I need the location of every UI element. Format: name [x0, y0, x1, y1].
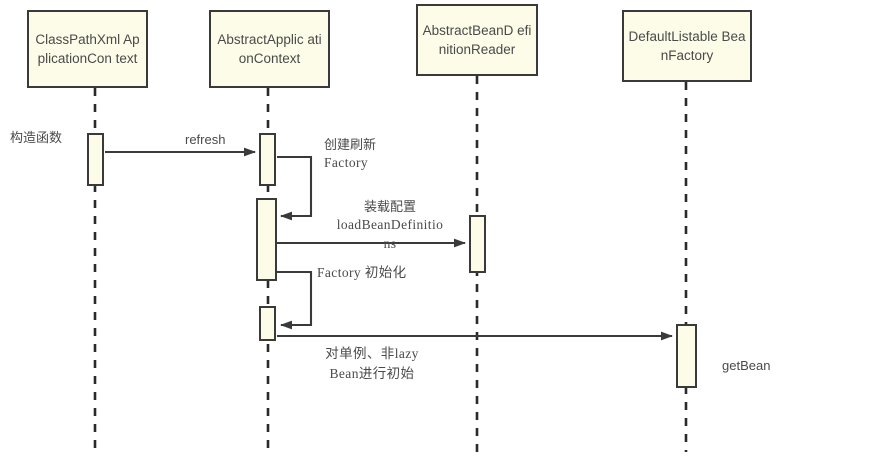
label-factory-init: Factory 初始化: [317, 265, 407, 280]
arrow-factory-init: [277, 270, 313, 330]
label-init-singleton-beans-line1: 对单例、非lazy: [325, 346, 419, 361]
participant-label-abstractapplicationcontext: AbstractApplic ationContext: [217, 31, 322, 66]
participant-classpathxmlapplicationcontext[interactable]: ClassPathXml ApplicationCon text: [27, 10, 148, 88]
participant-defaultlistablebeanfactory[interactable]: DefaultListable BeanFactory: [622, 10, 752, 82]
activation-defaultlistablebeanfactory-getbean: [676, 324, 697, 388]
label-loadbeandefinitions-line3: ns: [383, 235, 397, 251]
label-constructor: 构造函数: [10, 130, 63, 145]
label-refresh: refresh: [185, 132, 226, 147]
label-init-singleton-beans-line2: Bean进行初始: [329, 365, 415, 381]
label-create-refresh-factory: 创建刷新 Factory: [324, 136, 376, 172]
activation-abstractapplicationcontext-initbeans: [259, 306, 276, 341]
label-loadbeandefinitions: 装载配置 loadBeanDefinitio ns: [314, 198, 466, 253]
activation-abstractapplicationcontext-refresh: [259, 133, 276, 186]
label-init-singleton-beans: 对单例、非lazy Bean进行初始: [300, 345, 444, 383]
message-arrow-group: [105, 147, 673, 341]
arrow-create-refresh-factory: [277, 155, 313, 221]
label-create-refresh-factory-line2: Factory: [324, 155, 369, 171]
activation-abstractapplicationcontext-loadconfig: [256, 198, 277, 281]
participant-abstractapplicationcontext[interactable]: AbstractApplic ationContext: [209, 10, 330, 88]
activation-classpathxmlapplicationcontext-constructor: [87, 133, 104, 186]
label-getbean: getBean: [722, 358, 771, 373]
label-loadbeandefinitions-line2: loadBeanDefinitio: [336, 217, 444, 233]
participant-label-classpathxmlapplicationcontext: ClassPathXml ApplicationCon text: [35, 31, 140, 66]
label-loadbeandefinitions-line1: 装载配置: [363, 199, 416, 214]
activation-abstractbeandefinitionreader-load: [469, 215, 486, 273]
participant-label-abstractbeandefinitionreader: AbstractBeanD efinitionReader: [422, 22, 532, 57]
participant-label-defaultlistablebeanfactory: DefaultListable BeanFactory: [628, 28, 746, 63]
participant-abstractbeandefinitionreader[interactable]: AbstractBeanD efinitionReader: [416, 4, 538, 76]
label-create-refresh-factory-line1: 创建刷新: [324, 137, 377, 152]
